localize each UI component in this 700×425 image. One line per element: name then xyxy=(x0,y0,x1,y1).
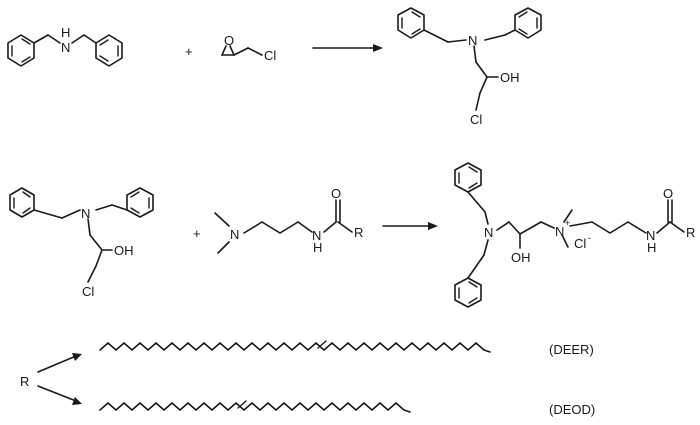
reactant-cl-label: Cl xyxy=(82,284,94,299)
epichlorohydrin xyxy=(221,45,263,56)
benzene-ring-left xyxy=(7,34,35,67)
plus-sign-1: + xyxy=(185,44,193,59)
product1-cl-label: Cl xyxy=(470,112,482,127)
product2-o-label: O xyxy=(663,186,673,201)
benzene-ring-top xyxy=(454,162,482,193)
product-1 xyxy=(397,7,542,111)
deod-alkyl-chain xyxy=(99,402,411,413)
amide-o-label: O xyxy=(331,186,341,201)
product2-h-label: H xyxy=(647,240,656,255)
amine-h-label: H xyxy=(61,25,70,40)
amide-nh-label: N xyxy=(312,228,321,243)
product2-oh-label: OH xyxy=(511,250,531,265)
deer-alkyl-chain xyxy=(99,342,491,353)
dibenzylamine xyxy=(7,34,123,67)
product2-cl-label: Cl xyxy=(574,236,586,251)
benzene-ring-bottom xyxy=(454,277,482,308)
reaction-arrow-2 xyxy=(382,222,438,230)
reactant-oh-label: OH xyxy=(114,243,134,258)
deod-label: (DEOD) xyxy=(549,402,595,417)
deod-double-bond xyxy=(237,400,247,409)
plus-sign-2: + xyxy=(193,226,201,241)
product1-n-label: N xyxy=(468,33,477,48)
amide-r-label: R xyxy=(354,225,363,240)
benzene-ring-right xyxy=(514,7,542,39)
reactant-n-label: N xyxy=(81,206,90,221)
product2-n-label: N xyxy=(484,225,493,240)
product2-nplus-label: N xyxy=(555,224,564,239)
amide-h-label: H xyxy=(313,240,322,255)
product2-r-label: R xyxy=(686,225,695,240)
reaction-arrow-1 xyxy=(312,44,383,52)
amide-nme2-label: N xyxy=(230,227,239,242)
product2-plus-charge: + xyxy=(565,218,570,228)
product-2 xyxy=(454,162,685,308)
product2-cl-charge: - xyxy=(588,233,591,243)
chlorohydrin-amine xyxy=(9,187,154,283)
epoxide-cl-label: Cl xyxy=(264,48,276,63)
r-group-label: R xyxy=(20,374,29,389)
r-branch-arrows xyxy=(37,353,82,405)
deer-label: (DEER) xyxy=(549,342,594,357)
amine-n-label: N xyxy=(61,40,70,55)
benzene-ring-right xyxy=(95,34,123,67)
amidoamine xyxy=(214,199,353,254)
product2-nh-label: N xyxy=(646,228,655,243)
deer-double-bond xyxy=(317,340,327,349)
epoxide-o-label: O xyxy=(224,33,234,48)
product1-oh-label: OH xyxy=(500,70,520,85)
benzene-ring-right xyxy=(126,187,154,218)
